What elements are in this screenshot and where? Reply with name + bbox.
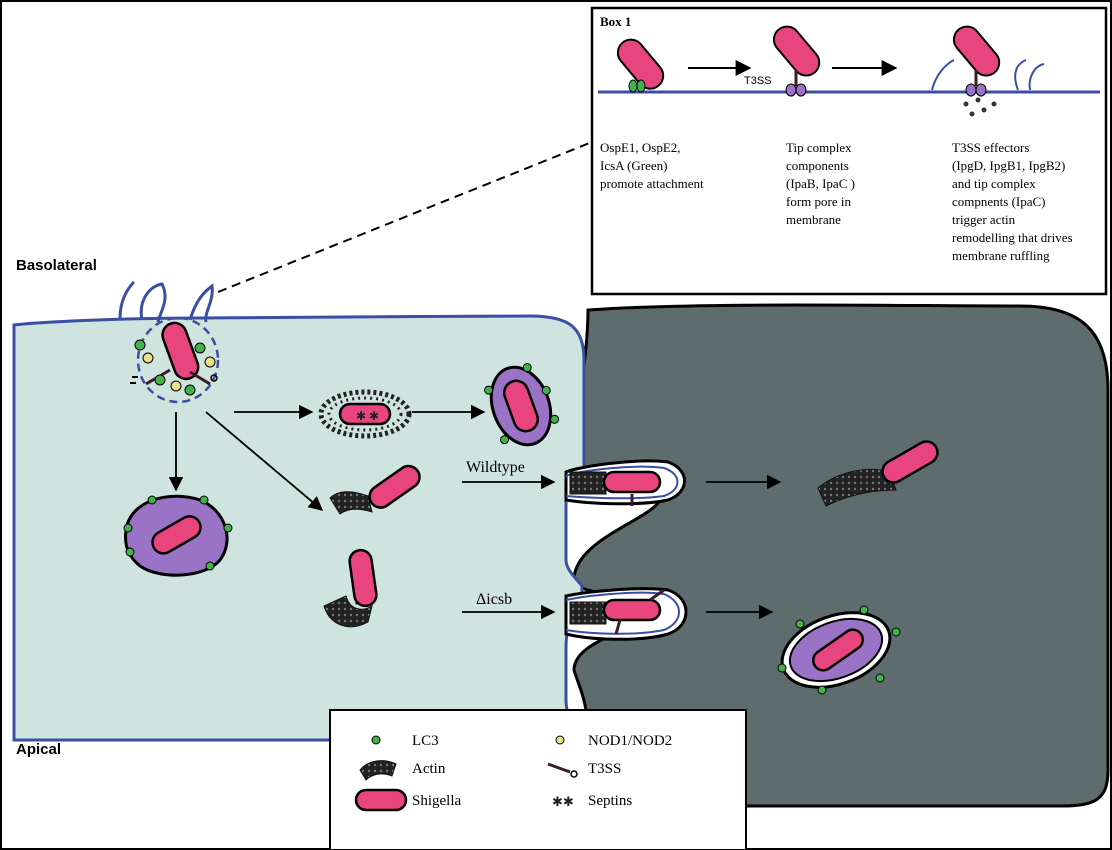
legend-nod: NOD1/NOD2	[588, 733, 672, 749]
apical-label: Apical	[16, 741, 61, 758]
delta-icsb-label: Δicsb	[476, 591, 512, 608]
box1-title: Box 1	[600, 14, 631, 29]
box1: Box 1 T3SS OspE1, OspE2,	[592, 8, 1106, 294]
wildtype-label: Wildtype	[466, 459, 525, 476]
legend-septins-icon: ✱✱	[552, 794, 574, 809]
legend-shigella: Shigella	[412, 793, 462, 809]
legend-shigella-icon	[356, 790, 406, 810]
legend-t3ss: T3SS	[588, 761, 621, 777]
legend-lc3-icon	[372, 736, 380, 744]
legend-nod-icon	[556, 736, 564, 744]
basolateral-label: Basolateral	[16, 257, 97, 274]
legend-actin: Actin	[412, 761, 446, 777]
svg-text:✱ ✱: ✱ ✱	[356, 409, 379, 423]
box1-t3ss-label: T3SS	[744, 75, 772, 87]
legend-septins: Septins	[588, 793, 632, 809]
legend-lc3: LC3	[412, 733, 439, 749]
legend: LC3 Actin Shigella NOD1/NOD2 T3SS ✱✱ Sep…	[330, 710, 746, 850]
